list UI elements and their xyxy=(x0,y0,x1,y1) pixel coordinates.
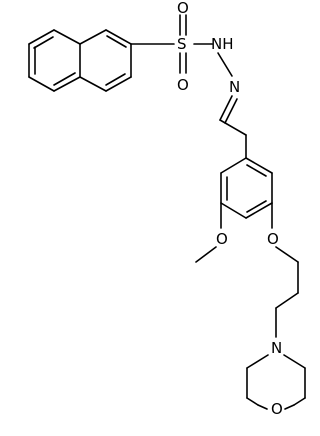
molecule-drawing: S O O NH N O O N O xyxy=(28,0,306,418)
morpholine-oxygen-bond-left xyxy=(257,404,268,410)
ethoxy-linker xyxy=(271,202,299,338)
sulfonyl-oxygen-top-label: O xyxy=(177,0,189,17)
methoxy-oxygen-label: O xyxy=(216,230,228,248)
structure-diagram: S O O NH N O O N O xyxy=(28,0,306,418)
methine-ring-bond xyxy=(219,119,247,136)
morpholine-ring xyxy=(246,354,306,406)
naphthalene-ring-right xyxy=(79,29,132,92)
morpholine-oxygen-bond-right xyxy=(284,404,295,410)
sulfonyl-double-bonds xyxy=(179,14,187,74)
hydrazone-n-label: N xyxy=(229,78,240,96)
hydrazone-nh-label: NH xyxy=(211,35,234,53)
nitrogen-nitrogen-bond xyxy=(217,52,233,77)
methoxy-group xyxy=(195,202,222,263)
morpholine-nitrogen-label: N xyxy=(271,339,282,357)
imine-double-bond xyxy=(219,95,238,124)
sulfonyl-oxygen-bottom-label: O xyxy=(177,76,189,94)
benzene-ring xyxy=(220,134,273,219)
sulfur-label: S xyxy=(177,35,187,53)
naphthalene-ring-left xyxy=(28,29,81,92)
ether-oxygen-label: O xyxy=(267,230,279,248)
morpholine-oxygen-label: O xyxy=(271,400,283,418)
